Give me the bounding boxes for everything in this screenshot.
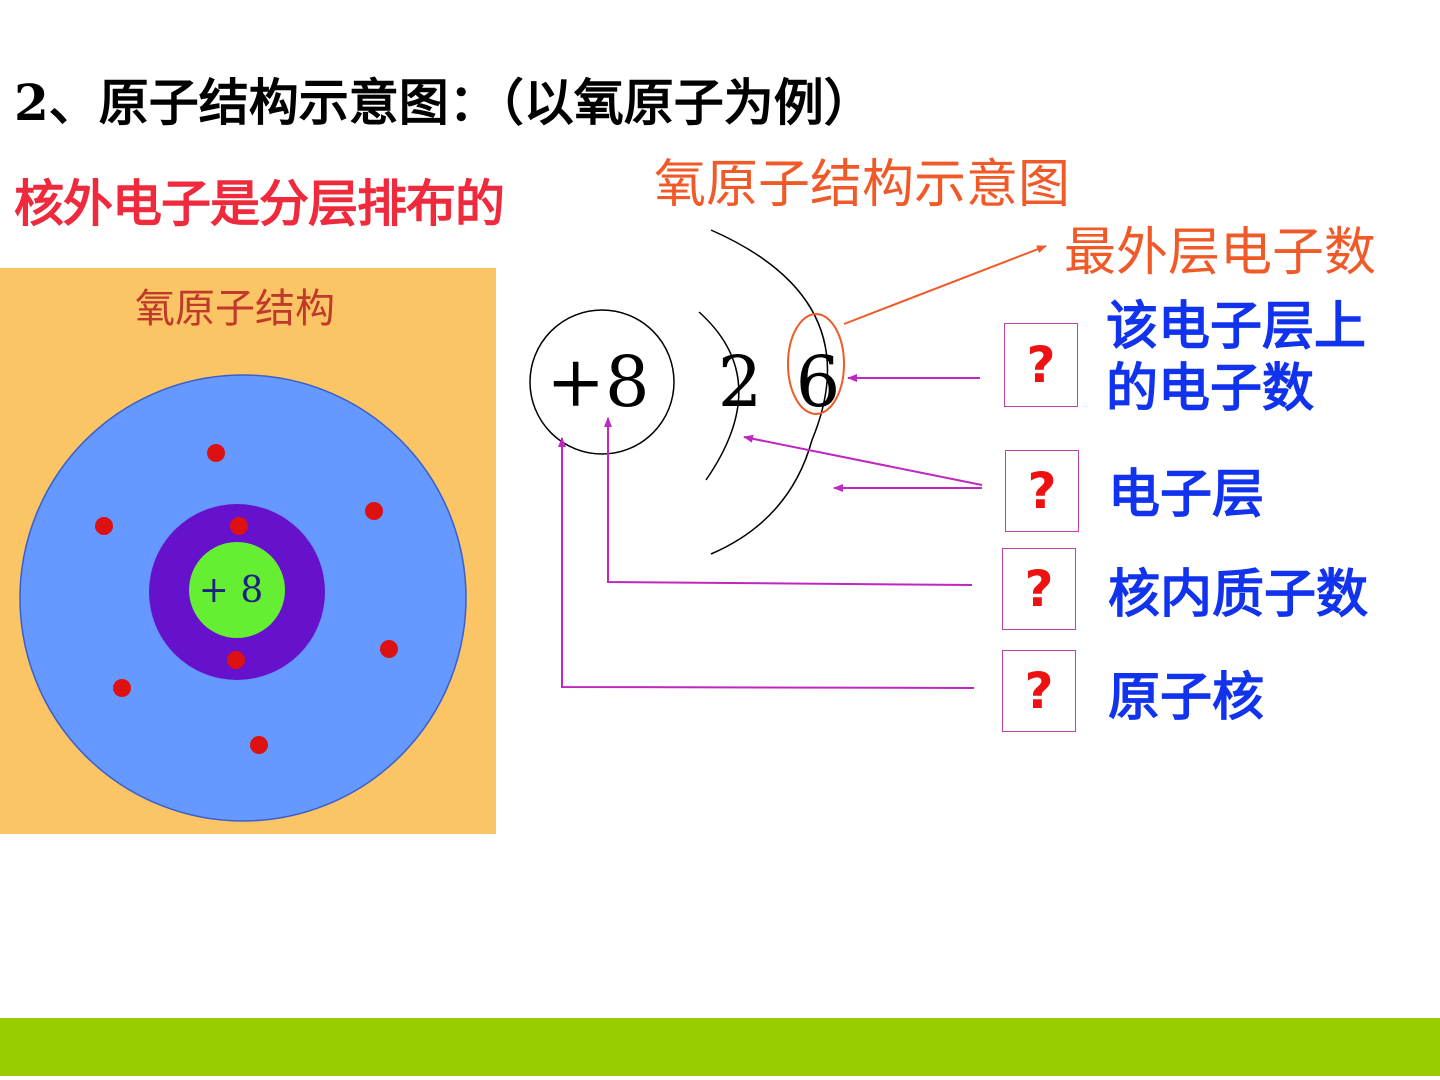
outer-shell-arc bbox=[710, 229, 829, 555]
footer-bar bbox=[0, 1018, 1440, 1076]
slide-subtitle: 核外电子是分层排布的 bbox=[14, 175, 505, 233]
electron bbox=[113, 679, 131, 697]
structure-notation-diagram: +8 2 6 bbox=[529, 229, 1047, 689]
nucleus-charge-text: +8 bbox=[546, 341, 649, 423]
question-box-proton-count[interactable]: ? bbox=[1002, 548, 1076, 630]
nucleus-arrow bbox=[558, 437, 975, 689]
atom-panel-title: 氧原子结构 bbox=[135, 286, 335, 332]
question-box-shell-electrons[interactable]: ? bbox=[1004, 323, 1078, 407]
atom-illustration: + 8 bbox=[19, 374, 467, 822]
term-proton-count: 核内质子数 bbox=[1108, 565, 1369, 625]
electron-shell-arrow-inner bbox=[743, 434, 983, 486]
electron bbox=[230, 517, 248, 535]
diagram-caption: 氧原子结构示意图 bbox=[654, 155, 1071, 215]
outer-electrons-label: 最外层电子数 bbox=[1064, 223, 1377, 283]
outer-shell-count: 6 bbox=[796, 341, 841, 423]
question-box-nucleus[interactable]: ? bbox=[1002, 650, 1076, 732]
term-nucleus: 原子核 bbox=[1108, 668, 1265, 728]
term-electron-shell: 电子层 bbox=[1108, 465, 1265, 525]
electron bbox=[95, 517, 113, 535]
electron bbox=[250, 736, 268, 754]
nucleus-circle bbox=[529, 309, 675, 455]
electron bbox=[207, 444, 225, 462]
electron bbox=[380, 640, 398, 658]
inner-shell-arc bbox=[698, 311, 740, 481]
electron bbox=[227, 651, 245, 669]
slide-title: 2、原子结构示意图：（以氧原子为例） bbox=[14, 73, 874, 132]
outer-electrons-arrow bbox=[843, 245, 1047, 325]
term-shell-electrons: 该电子层上的电子数 bbox=[1106, 297, 1367, 419]
electron bbox=[365, 502, 383, 520]
nucleus bbox=[189, 542, 285, 638]
question-box-electron-shell[interactable]: ? bbox=[1005, 450, 1079, 532]
inner-shell-count: 2 bbox=[718, 341, 763, 423]
proton-count-arrow bbox=[604, 417, 973, 586]
outer-count-highlight bbox=[787, 313, 845, 415]
nucleus-label: + 8 bbox=[199, 570, 264, 611]
